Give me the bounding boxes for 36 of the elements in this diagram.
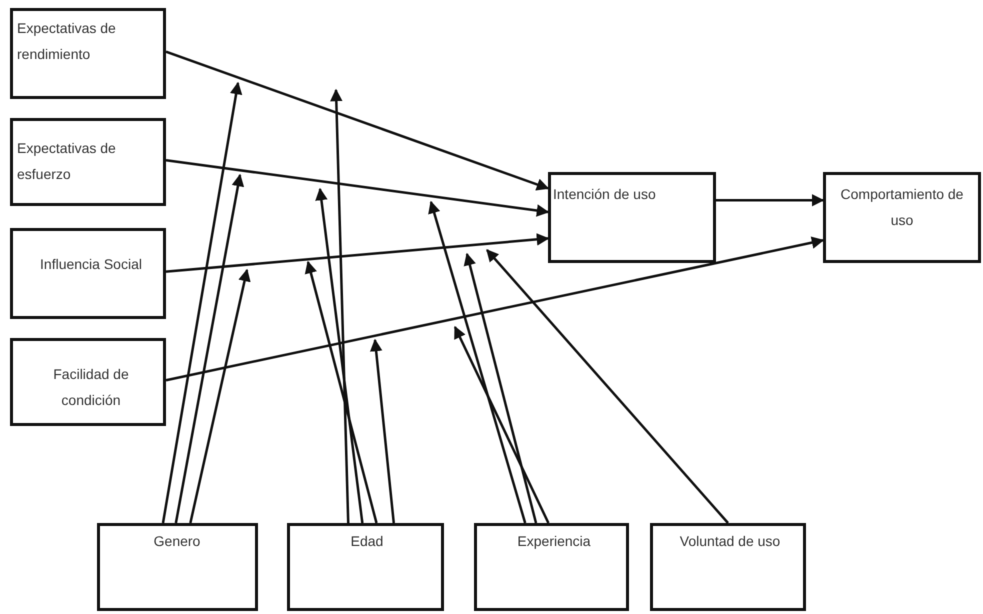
arrow [370, 338, 395, 524]
arrow [166, 50, 550, 190]
process-box [10, 8, 166, 99]
node-label: Edad [350, 532, 384, 551]
process-box [10, 118, 166, 206]
process-box [10, 228, 166, 319]
arrow [486, 249, 729, 524]
node-label: Expectativas de rendimiento [17, 19, 117, 64]
arrow [166, 233, 550, 273]
arrow [315, 188, 364, 524]
process-box [474, 523, 629, 611]
arrow [304, 260, 378, 524]
process-box [548, 172, 716, 263]
arrow [716, 194, 824, 206]
node-label: Voluntad de uso [678, 532, 782, 551]
node-label: Comportamiento de uso [840, 185, 964, 230]
arrow [166, 159, 550, 217]
node-label: Genero [152, 532, 202, 551]
process-box [97, 523, 258, 611]
process-box [287, 523, 444, 611]
arrow [189, 268, 251, 524]
process-box [10, 338, 166, 426]
node-label: Expectativas de esfuerzo [17, 139, 117, 184]
arrow [428, 200, 526, 524]
arrow [454, 326, 550, 524]
process-box [823, 172, 981, 263]
arrow [330, 88, 350, 524]
node-label: Facilidad de condición [52, 365, 130, 410]
node-label: Influencia Social [39, 255, 143, 274]
arrow [174, 174, 244, 524]
process-box [650, 523, 806, 611]
node-label: Intención de uso [553, 185, 657, 204]
arrow [162, 82, 242, 524]
arrow [166, 236, 824, 382]
node-label: Experiencia [516, 532, 592, 551]
arrow [464, 252, 538, 524]
